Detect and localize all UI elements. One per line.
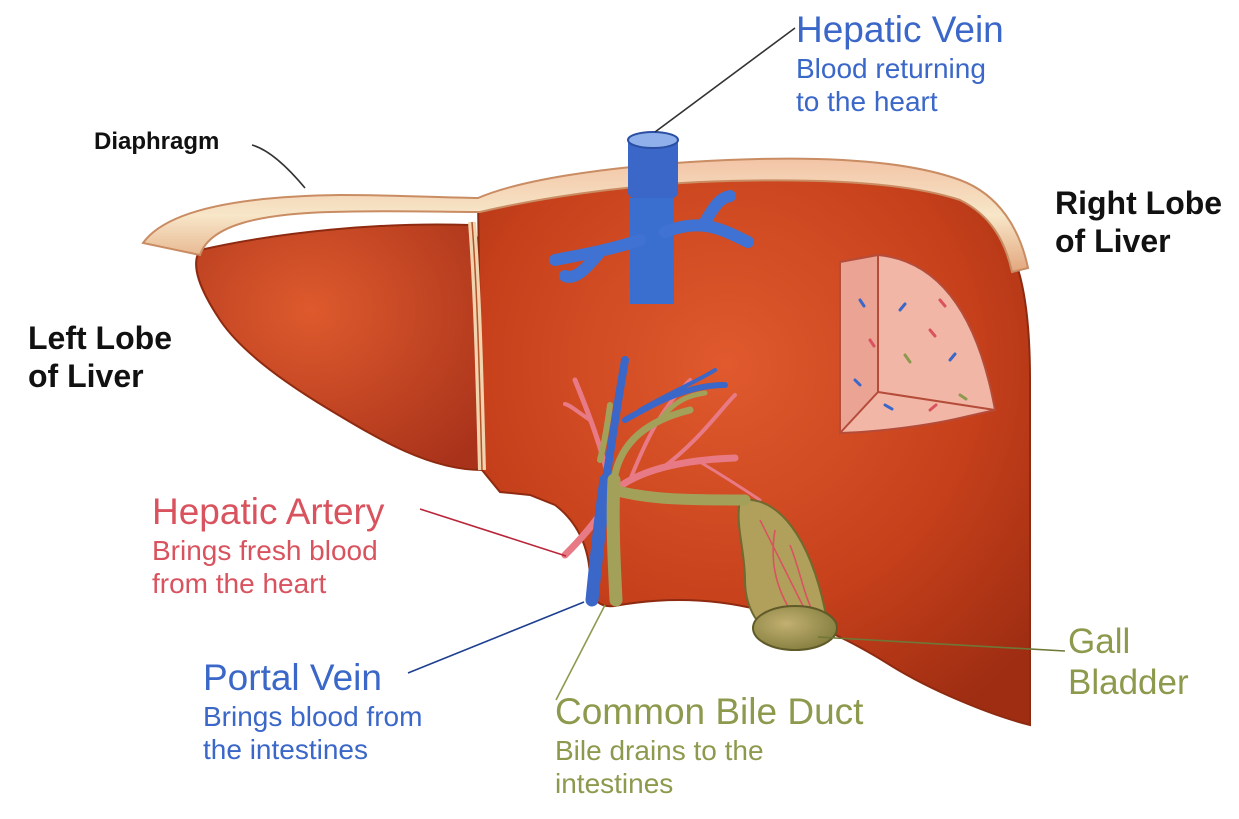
right-lobe-line1: Right Lobe xyxy=(1055,185,1222,223)
hepatic-artery-label: Hepatic Artery Brings fresh blood from t… xyxy=(152,490,384,600)
gall-bladder-line2: Bladder xyxy=(1068,662,1189,703)
common-bile-duct-label: Common Bile Duct Bile drains to the inte… xyxy=(555,690,863,800)
common-bile-duct-title: Common Bile Duct xyxy=(555,690,863,734)
gall-bladder-label: Gall Bladder xyxy=(1068,621,1189,704)
right-lobe-line2: of Liver xyxy=(1055,223,1222,261)
portal-vein-label: Portal Vein Brings blood from the intest… xyxy=(203,656,422,766)
portal-vein-title: Portal Vein xyxy=(203,656,422,700)
common-bile-duct-desc-1: Bile drains to the xyxy=(555,734,863,767)
gall-bladder-line1: Gall xyxy=(1068,621,1189,662)
hepatic-vein-title: Hepatic Vein xyxy=(796,8,1004,52)
hepatic-vein-desc-2: to the heart xyxy=(796,85,1004,118)
left-lobe-label: Left Lobe of Liver xyxy=(28,320,172,396)
left-lobe-line2: of Liver xyxy=(28,358,172,396)
portal-vein-desc-1: Brings blood from xyxy=(203,700,422,733)
left-lobe-line1: Left Lobe xyxy=(28,320,172,358)
portal-vein-desc-2: the intestines xyxy=(203,733,422,766)
right-lobe-label: Right Lobe of Liver xyxy=(1055,185,1222,261)
hepatic-artery-desc-1: Brings fresh blood xyxy=(152,534,384,567)
left-lobe-shape xyxy=(196,224,482,470)
hepatic-vein-label: Hepatic Vein Blood returning to the hear… xyxy=(796,8,1004,118)
hepatic-artery-title: Hepatic Artery xyxy=(152,490,384,534)
common-bile-duct-desc-2: intestines xyxy=(555,767,863,800)
hepatic-artery-desc-2: from the heart xyxy=(152,567,384,600)
diaphragm-label: Diaphragm xyxy=(94,128,219,156)
hepatic-vein-desc-1: Blood returning xyxy=(796,52,1004,85)
